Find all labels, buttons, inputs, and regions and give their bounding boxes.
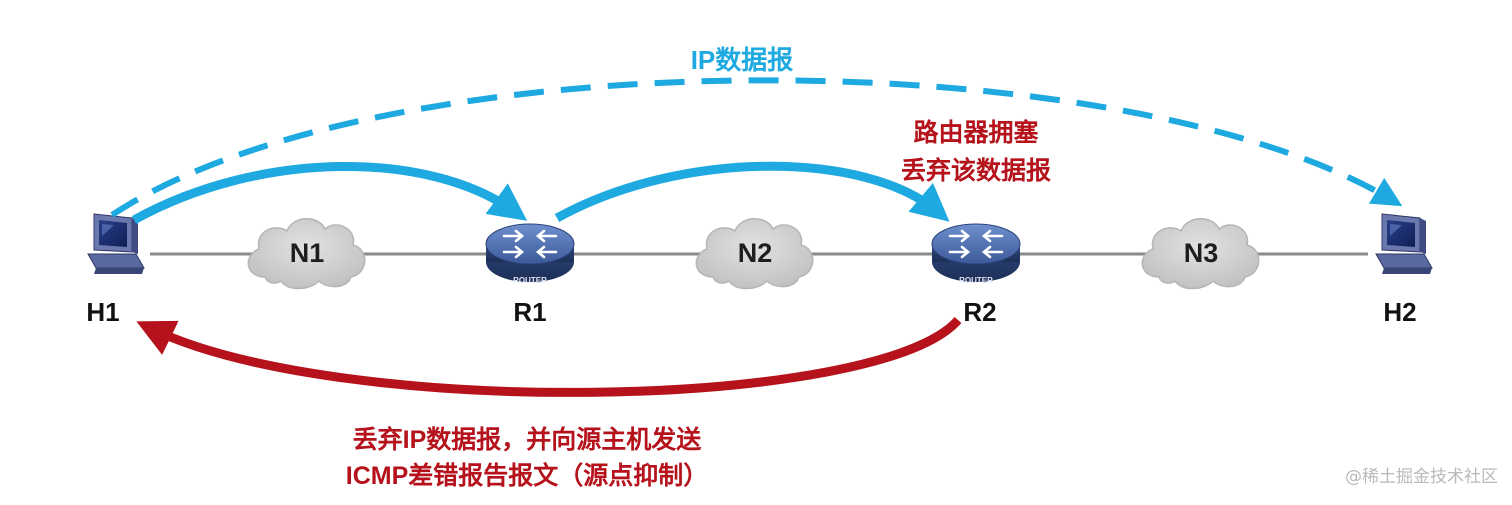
network-n1-label: N1	[289, 238, 325, 268]
ip-datagram-label: IP数据报	[690, 45, 794, 75]
congestion-note-line1: 路由器拥塞	[913, 119, 1039, 147]
hop-arrow-r1-r2	[554, 161, 950, 222]
congestion-note-line2: 丢弃该数据报	[900, 157, 1052, 185]
icmp-note-line2: ICMP差错报告报文（源点抑制）	[345, 462, 709, 490]
host-h1-label: H1	[86, 297, 120, 327]
icmp-note: 丢弃IP数据报，并向源主机发送 ICMP差错报告报文（源点抑制）	[346, 422, 709, 494]
router-r1-badge: ROUTER	[513, 276, 547, 285]
icmp-note-line1: 丢弃IP数据报，并向源主机发送	[352, 426, 702, 454]
router-r2-icon: ROUTER	[930, 222, 1022, 285]
watermark: @稀土掘金技术社区	[1345, 467, 1498, 487]
router-r1-icon: ROUTER	[484, 222, 576, 285]
computer-h2-icon	[1375, 213, 1433, 275]
congestion-note: 路由器拥塞 丢弃该数据报	[901, 114, 1051, 190]
hop-arrow-h1-r1	[131, 161, 528, 224]
router-r1-label: R1	[513, 297, 547, 327]
network-n3-label: N3	[1183, 238, 1219, 268]
ip-datagram-dashed-arrow	[110, 77, 1403, 218]
network-n2-label: N2	[737, 238, 773, 268]
icmp-return-arrow	[136, 316, 962, 397]
computer-h1-icon	[87, 213, 145, 275]
router-r2-badge: ROUTER	[959, 276, 993, 285]
host-h2-label: H2	[1383, 297, 1417, 327]
router-r2-label: R2	[963, 297, 997, 327]
